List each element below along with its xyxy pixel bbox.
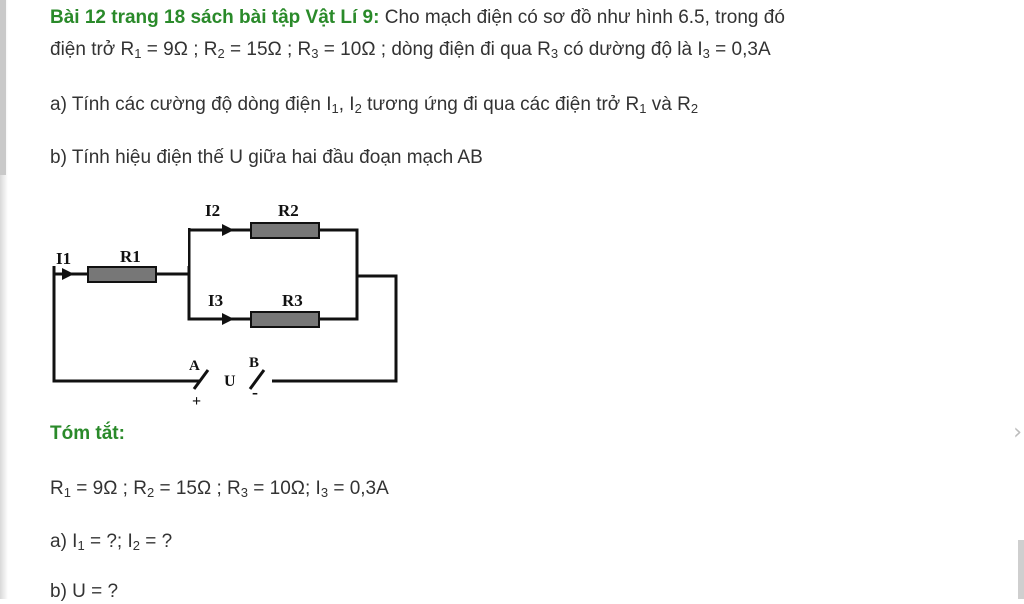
subscript: 2 xyxy=(146,485,155,500)
chevron-right-icon[interactable]: › xyxy=(1013,420,1022,445)
resistor-r2 xyxy=(250,222,320,239)
wire-main-right xyxy=(272,274,398,383)
subscript: 3 xyxy=(240,485,248,500)
circuit-diagram: I1 R1 I2 R2 I3 R3 A B U + - xyxy=(44,201,398,410)
text-fragment: = 15Ω ; R xyxy=(224,39,312,60)
label-i1: I1 xyxy=(56,249,71,268)
problem-data-line: điện trở R1 = 9Ω ; R2 = 15Ω ; R3 = 10Ω ;… xyxy=(50,38,771,62)
label-plus: + xyxy=(192,393,201,410)
terminal-b-icon xyxy=(248,369,266,390)
text-fragment: và R xyxy=(646,94,691,115)
text-fragment: a) I xyxy=(50,531,78,552)
wire-mask xyxy=(44,222,188,266)
label-a: A xyxy=(189,358,200,374)
text-fragment: = 10Ω ; dòng điện đi qua R xyxy=(318,39,551,60)
arrow-i1-icon xyxy=(62,268,74,280)
summary-answer-a: a) I1 = ?; I2 = ? xyxy=(50,530,172,554)
label-i3: I3 xyxy=(208,291,223,310)
summary-answer-b: b) U = ? xyxy=(50,581,119,602)
text-fragment: = 10Ω; I xyxy=(247,478,321,499)
text-fragment: = 15Ω ; R xyxy=(154,478,241,499)
right-edge-strip xyxy=(1018,540,1024,599)
subscript: 2 xyxy=(132,538,140,553)
subscript: 3 xyxy=(702,46,710,61)
text-fragment: điện trở R xyxy=(50,39,135,60)
subscript: 2 xyxy=(217,46,225,61)
arrow-i3-icon xyxy=(222,313,234,325)
subscript: 3 xyxy=(550,46,559,61)
text-fragment: , I xyxy=(338,94,355,115)
label-u: U xyxy=(224,373,236,390)
label-r3: R3 xyxy=(282,291,303,310)
label-minus: - xyxy=(252,382,258,402)
summary-heading: Tóm tắt: xyxy=(50,423,125,444)
subscript: 3 xyxy=(311,46,319,61)
subscript: 1 xyxy=(63,485,71,500)
text-fragment: R xyxy=(50,478,64,499)
text-fragment: tương ứng đi qua các điện trở R xyxy=(361,94,640,115)
label-i2: I2 xyxy=(205,201,220,220)
text-fragment: = 9Ω ; R xyxy=(70,478,147,499)
text-fragment: = 0,3A xyxy=(328,478,389,499)
problem-title: Bài 12 trang 18 sách bài tập Vật Lí 9: xyxy=(50,7,380,28)
arrow-i2-icon xyxy=(222,224,234,236)
subscript: 2 xyxy=(690,101,699,116)
question-b: b) Tính hiệu điện thế U giữa hai đầu đoạ… xyxy=(50,147,483,168)
subscript: 1 xyxy=(639,101,647,116)
label-r1: R1 xyxy=(120,247,141,266)
subscript: 3 xyxy=(320,485,329,500)
question-a: a) Tính các cường độ dòng điện I1, I2 tư… xyxy=(50,93,698,117)
text-fragment: = ?; I xyxy=(84,531,133,552)
resistor-r3 xyxy=(250,311,320,328)
text-fragment: = 0,3A xyxy=(709,39,771,60)
left-scroll-shadow xyxy=(0,0,8,599)
summary-given: R1 = 9Ω ; R2 = 15Ω ; R3 = 10Ω; I3 = 0,3A xyxy=(50,477,389,501)
wire-main-bottom xyxy=(52,272,199,383)
problem-title-line: Bài 12 trang 18 sách bài tập Vật Lí 9: C… xyxy=(50,6,785,30)
subscript: 1 xyxy=(134,46,142,61)
label-b: B xyxy=(249,355,259,371)
problem-intro: Cho mạch điện có sơ đồ như hình 6.5, tro… xyxy=(379,7,785,28)
text-fragment: = 9Ω ; R xyxy=(141,39,218,60)
subscript: 2 xyxy=(354,101,362,116)
resistor-r1 xyxy=(87,266,157,283)
label-r2: R2 xyxy=(278,201,299,220)
text-fragment: có dường độ là I xyxy=(558,39,703,60)
text-fragment: a) Tính các cường độ dòng điện I xyxy=(50,94,332,115)
subscript: 1 xyxy=(77,538,85,553)
subscript: 1 xyxy=(331,101,339,116)
terminal-a-icon xyxy=(192,369,210,390)
scrollbar-thumb[interactable] xyxy=(0,0,6,175)
text-fragment: = ? xyxy=(139,531,173,552)
